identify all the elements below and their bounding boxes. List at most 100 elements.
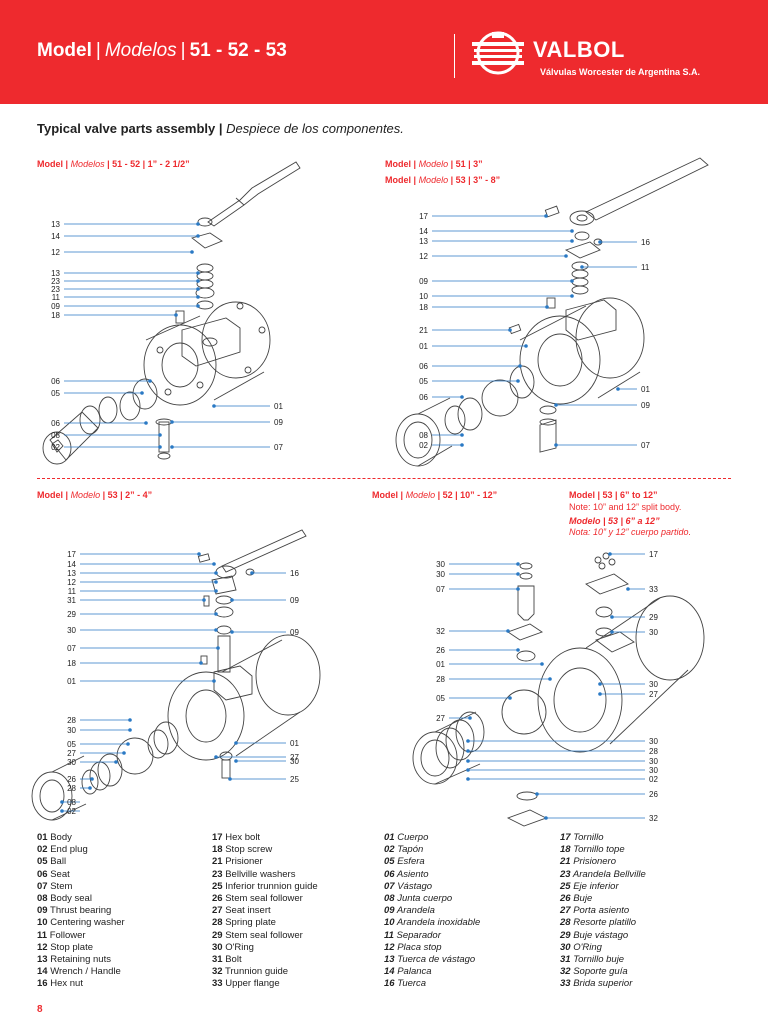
callout-number: 02 [51,443,60,452]
callout-number: 30 [436,570,445,579]
callout-number: 08 [67,798,76,807]
legend-item: 12 Stop plate [37,942,125,954]
callout-number: 28 [649,747,658,756]
legend-item: 28 Spring plate [212,917,318,929]
callout-leader-dot [468,716,472,720]
legend-item: 14 Wrench / Handle [37,966,125,978]
callout-number: 30 [649,680,658,689]
brand-subtitle: Válvulas Worcester de Argentina S.A. [540,67,701,77]
callout-leader-dot [608,552,612,556]
legend-item: 32 Trunnion guide [212,966,318,978]
legend-item-text: Buje vástago [573,929,629,941]
legend-item-number: 17 [560,832,571,843]
legend-item-text: Stem [50,880,73,892]
callout-leader-dot [212,679,216,683]
legend-item-number: 08 [384,893,395,905]
callout-leader-dot [460,395,464,399]
callout-leader-dot [174,313,178,317]
callout-leader-dot [234,741,238,745]
callout-leader-dot [190,250,194,254]
callout-leader-dot [196,279,200,283]
legend-item: 25 Inferior trunnion guide [212,881,318,893]
callout-leader-dot [202,598,206,602]
callout-number: 29 [67,610,76,619]
legend-item-number: 23 [212,868,223,880]
callout-number: 18 [67,659,76,668]
callout-number: 14 [67,560,76,569]
legend-item-text: Tornillo buje [573,954,625,966]
legend-item: 25 Eje inferior [560,881,646,893]
callout-leader-dot [199,661,203,665]
callout-leader-dot [544,816,548,820]
callout-number: 01 [67,677,76,686]
callout-leader-dot [140,391,144,395]
callout-leader-dot [170,445,174,449]
legend-item-number: 12 [37,941,48,953]
callout-leader-dot [516,562,520,566]
legend-item-number: 02 [384,844,395,856]
legend-item-text: Bellville washers [225,868,296,880]
legend-item-text: Trunnion guide [225,966,289,978]
legend-item-number: 06 [37,868,48,880]
callout-number: 33 [649,585,658,594]
legend-item: 29 Buje vástago [560,930,646,942]
legend-item-number: 14 [37,966,48,978]
legend-item: 05 Ball [37,856,125,868]
legend-item: 08 Junta cuerpo [384,893,480,905]
legend-item-text: Brida superior [573,978,633,990]
section-title-es: Despiece de los componentes. [226,121,404,136]
callout-leader-dot [564,254,568,258]
legend-item-text: Tornillo tope [573,844,625,856]
legend-item-number: 31 [212,954,223,966]
legend-item-text: Eje inferior [573,880,619,892]
legend-item-number: 26 [212,893,223,905]
label-rest: | 51 | 3” [450,159,483,169]
legend-item-number: 06 [384,868,395,880]
callout-leader-dot [214,755,218,759]
callout-number: 13 [51,220,60,229]
legend-item-number: 07 [37,880,48,892]
legend-item: 07 Vástago [384,881,480,893]
callout-leader-dot [506,629,510,633]
legend-item-text: O'Ring [225,941,254,953]
callout-leader-dot [148,379,152,383]
legend-item-text: Stop plate [50,941,94,953]
callout-leader-dot [214,571,218,575]
legend-item-text: Porta asiento [573,905,630,917]
callout-number: 06 [419,362,428,371]
callout-number: 12 [51,248,60,257]
legend-item-number: 29 [212,929,223,941]
callout-leader-dot [460,443,464,447]
legend-item-number: 14 [384,966,395,978]
callout-number: 09 [419,277,428,286]
callout-number: 06 [419,393,428,402]
legend-item: 33 Upper flange [212,978,318,990]
callout-leader-dot [516,648,520,652]
diagram-1-drawing [42,161,301,465]
callout-leader-dot [516,587,520,591]
callout-leader-dot [196,295,200,299]
callout-leader-dot [214,628,218,632]
legend-item-text: Esfera [397,856,425,868]
callout-number: 32 [436,627,445,636]
callout-number: 26 [649,790,658,799]
callout-number: 09 [641,401,650,410]
callout-number: 27 [436,714,445,723]
callout-leader-dot [216,646,220,650]
legend-item: 21 Prisionero [560,856,646,868]
callout-leader-dot [196,222,200,226]
callout-leader-dot [545,305,549,309]
legend-item-number: 21 [560,856,571,868]
label-model: Model [385,175,411,185]
callout-number: 08 [51,431,60,440]
legend-item-text: Placa stop [397,941,442,953]
legend-item-number: 27 [212,905,223,917]
legend-item-text: Stem seal follower [225,893,303,905]
callout-number: 30 [436,560,445,569]
callout-leader-dot [90,777,94,781]
legend-item-number: 10 [37,917,48,929]
legend-item-number: 18 [560,844,571,856]
callout-leader-dot [516,572,520,576]
